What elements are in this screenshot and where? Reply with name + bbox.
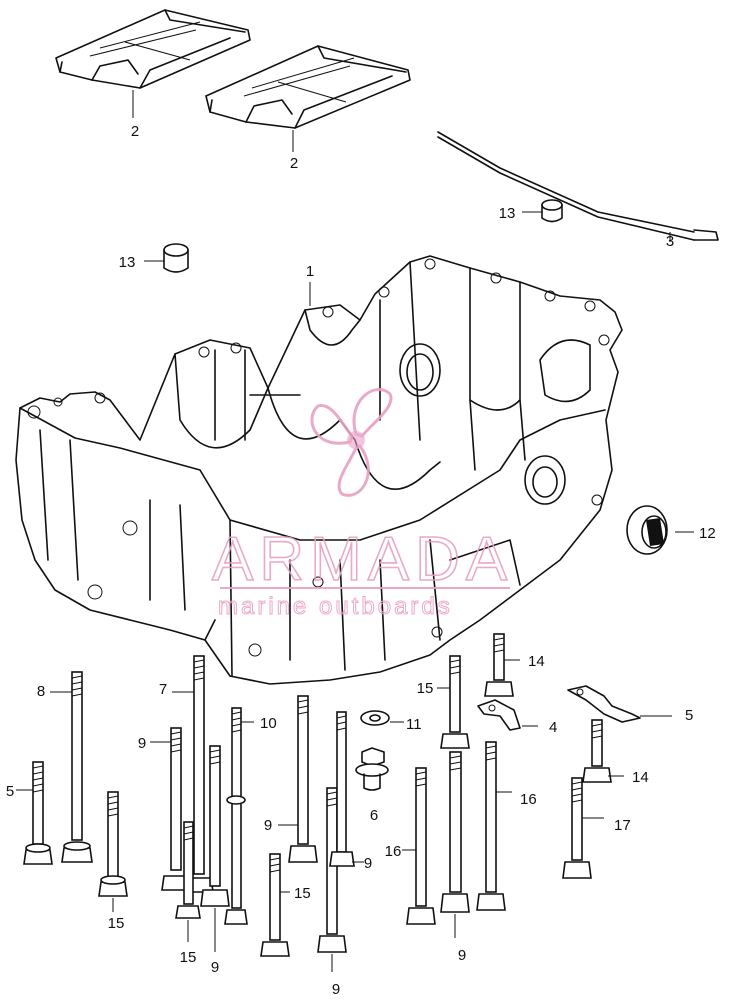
washer (360, 710, 404, 726)
bolt-16-right (476, 741, 512, 911)
callout-13-right: 13 (499, 205, 516, 222)
oil-separator-plate-left (55, 9, 251, 118)
callout-14-lower: 14 (632, 769, 649, 786)
callout-16-right: 16 (520, 791, 537, 808)
armada-logo-watermark: ARMADA marine outboards (211, 388, 513, 621)
bolt-9-right (440, 751, 470, 938)
bolt-9-center (278, 695, 318, 863)
callout-11: 11 (406, 716, 422, 733)
callout-3: 3 (666, 233, 674, 250)
callout-9-bottom-center: 9 (332, 981, 340, 998)
bolt-15-center (260, 853, 290, 957)
clamp-5 (567, 685, 672, 723)
callout-2-left: 2 (131, 123, 139, 140)
bolt-15-left (98, 791, 128, 912)
bolt-15-right (437, 655, 470, 749)
callout-13-left: 13 (119, 254, 136, 271)
bolt-5 (16, 761, 53, 865)
callout-9-mid: 9 (364, 855, 372, 872)
callout-2-right: 2 (290, 155, 298, 172)
callout-labels: 1 2 2 3 4 5 5 6 7 8 9 9 9 9 9 9 10 11 12… (6, 123, 716, 998)
callout-17: 17 (614, 817, 631, 834)
callout-12: 12 (699, 525, 716, 542)
bolt-16-left (402, 767, 436, 925)
callout-10: 10 (260, 715, 277, 732)
oil-gauge-rod (437, 131, 719, 242)
callout-4: 4 (549, 719, 557, 736)
callout-15-bottom: 15 (180, 949, 197, 966)
bolt-8 (50, 671, 93, 863)
plug-cap (626, 505, 668, 555)
clamp-4 (477, 699, 538, 731)
callout-14-upper: 14 (528, 653, 545, 670)
watermark-tagline: marine outboards (218, 593, 453, 620)
callout-7: 7 (159, 681, 167, 698)
callout-15-center: 15 (294, 885, 311, 902)
bolt-15-mid (175, 821, 201, 942)
callout-9-bottom-left: 9 (211, 959, 219, 976)
bolt-17 (562, 777, 604, 879)
callout-15-left: 15 (108, 915, 125, 932)
callout-5-left: 5 (6, 783, 14, 800)
callout-15-right: 15 (417, 680, 434, 697)
lower-crankcase (15, 255, 694, 685)
callout-5-right: 5 (685, 707, 693, 724)
bolt-set (16, 633, 624, 972)
propeller-icon (310, 388, 393, 497)
dowel-pin-right (522, 199, 563, 223)
bolt-9-left (150, 727, 191, 891)
callout-9-left: 9 (138, 735, 146, 752)
bolt-9-center-left (200, 745, 230, 952)
callout-6: 6 (370, 807, 378, 824)
bolt-14-lower (582, 719, 624, 783)
callout-9-center: 9 (264, 817, 272, 834)
callout-1: 1 (306, 263, 314, 280)
drain-plug (355, 747, 389, 791)
callout-9-bottom-right: 9 (458, 947, 466, 964)
callout-16-left: 16 (385, 843, 402, 860)
bolt-14-upper (484, 633, 520, 697)
oil-separator-plate-right (205, 45, 411, 152)
bolt-9-mid-right (329, 711, 364, 867)
callout-8: 8 (37, 683, 45, 700)
bolt-10 (224, 707, 254, 925)
dowel-pin-left (144, 243, 189, 273)
watermark-brand: ARMADA (212, 525, 513, 594)
